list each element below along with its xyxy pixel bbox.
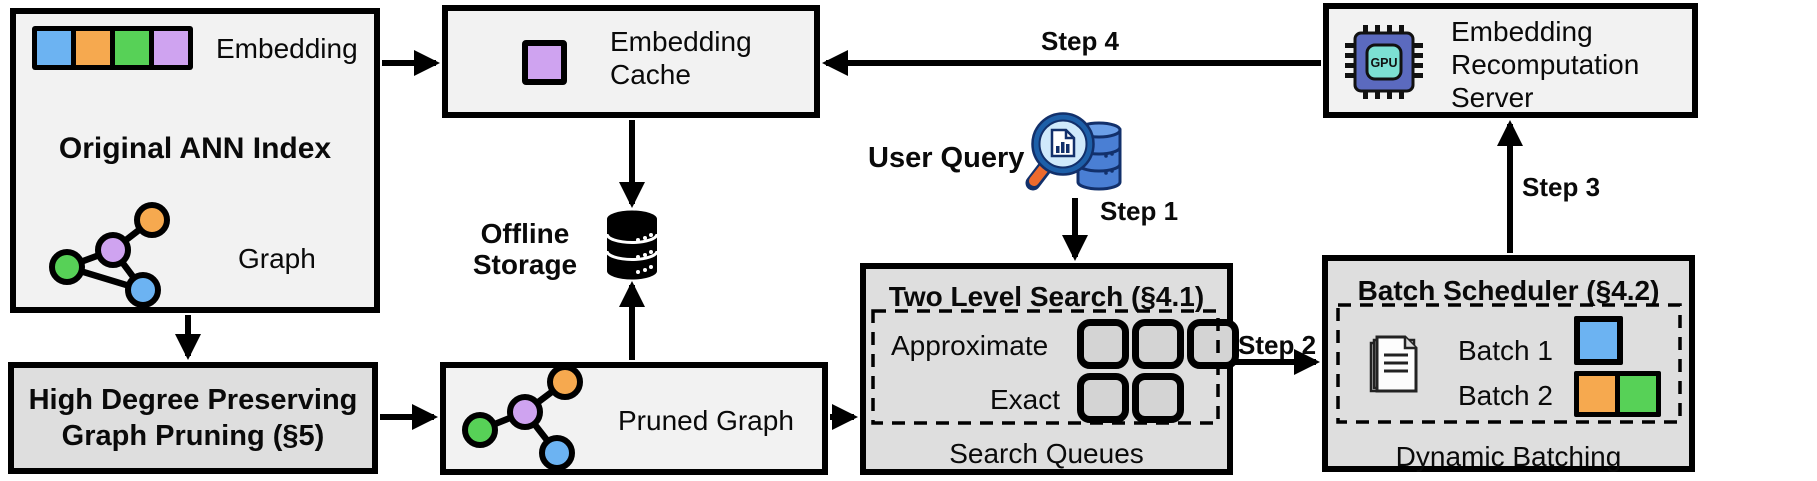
exact-label: Exact: [990, 384, 1061, 415]
batch2-squares: [1574, 371, 1661, 417]
graph-pruning-box: High Degree Preserving Graph Pruning (§5…: [8, 362, 378, 474]
step4-label: Step 4: [1040, 26, 1120, 56]
queue-slot: [1132, 319, 1184, 369]
embedding-vector-icon: [32, 26, 193, 70]
search-queues-label: Search Queues: [949, 438, 1144, 469]
approximate-queue-slots: [1077, 319, 1239, 369]
step2-label: Step 2: [1238, 330, 1317, 360]
batch2-label: Batch 2: [1458, 380, 1553, 411]
pruned-graph-label: Pruned Graph: [618, 405, 794, 436]
queue-slot: [1132, 373, 1184, 423]
original-ann-index-box: Embedding Original ANN Index Graph: [10, 8, 380, 313]
queue-slot: [1187, 319, 1239, 369]
ann-index-title: Original ANN Index: [58, 132, 332, 165]
recomputation-server-label: Embedding Recomputation Server: [1451, 16, 1640, 113]
graph-pruning-title: High Degree Preserving Graph Pruning (§5…: [28, 384, 358, 452]
batch1-label: Batch 1: [1458, 335, 1553, 366]
approximate-label: Approximate: [891, 330, 1049, 361]
user-query-label: User Query: [868, 142, 1025, 174]
dynamic-batching-label: Dynamic Batching: [1395, 441, 1622, 472]
pruned-graph-box: Pruned Graph: [440, 362, 828, 475]
queue-slot: [1077, 373, 1129, 423]
embedding-cell-purple: [154, 31, 188, 65]
embedding-cache-label: Embedding Cache: [610, 26, 752, 90]
batch-scheduler-title: Batch Scheduler (§4.2): [1357, 275, 1660, 306]
embedding-cell-green: [115, 31, 149, 65]
embedding-cell-blue: [37, 31, 71, 65]
batch1-square-blue: [1574, 316, 1623, 365]
embedding-label: Embedding: [216, 33, 358, 64]
graph-label: Graph: [238, 243, 316, 274]
flow-arrows: [175, 50, 1523, 430]
step3-label: Step 3: [1522, 172, 1601, 202]
queue-slot: [1077, 319, 1129, 369]
step1-label: Step 1: [1100, 196, 1179, 226]
two-level-search-box: Two Level Search (§4.1) Approximate Exac…: [860, 263, 1239, 475]
offline-storage-db-icon: [605, 210, 659, 280]
user-query-search-icon: [1025, 112, 1122, 191]
cached-embedding-square-icon: [522, 40, 567, 85]
batch-scheduler-box: Batch Scheduler (§4.2) Batch 1 Batch 2 D…: [1322, 255, 1695, 472]
batch2-square-green: [1620, 376, 1656, 412]
embedding-cell-orange: [76, 31, 110, 65]
recomputation-server-box: Embedding Recomputation Server: [1323, 3, 1698, 118]
two-level-search-title: Two Level Search (§4.1): [888, 281, 1205, 312]
embedding-cache-box: Embedding Cache: [442, 5, 820, 118]
batch2-square-orange: [1579, 376, 1615, 412]
offline-storage-label: Offline Storage: [472, 218, 578, 280]
exact-queue-slots: [1077, 373, 1184, 423]
